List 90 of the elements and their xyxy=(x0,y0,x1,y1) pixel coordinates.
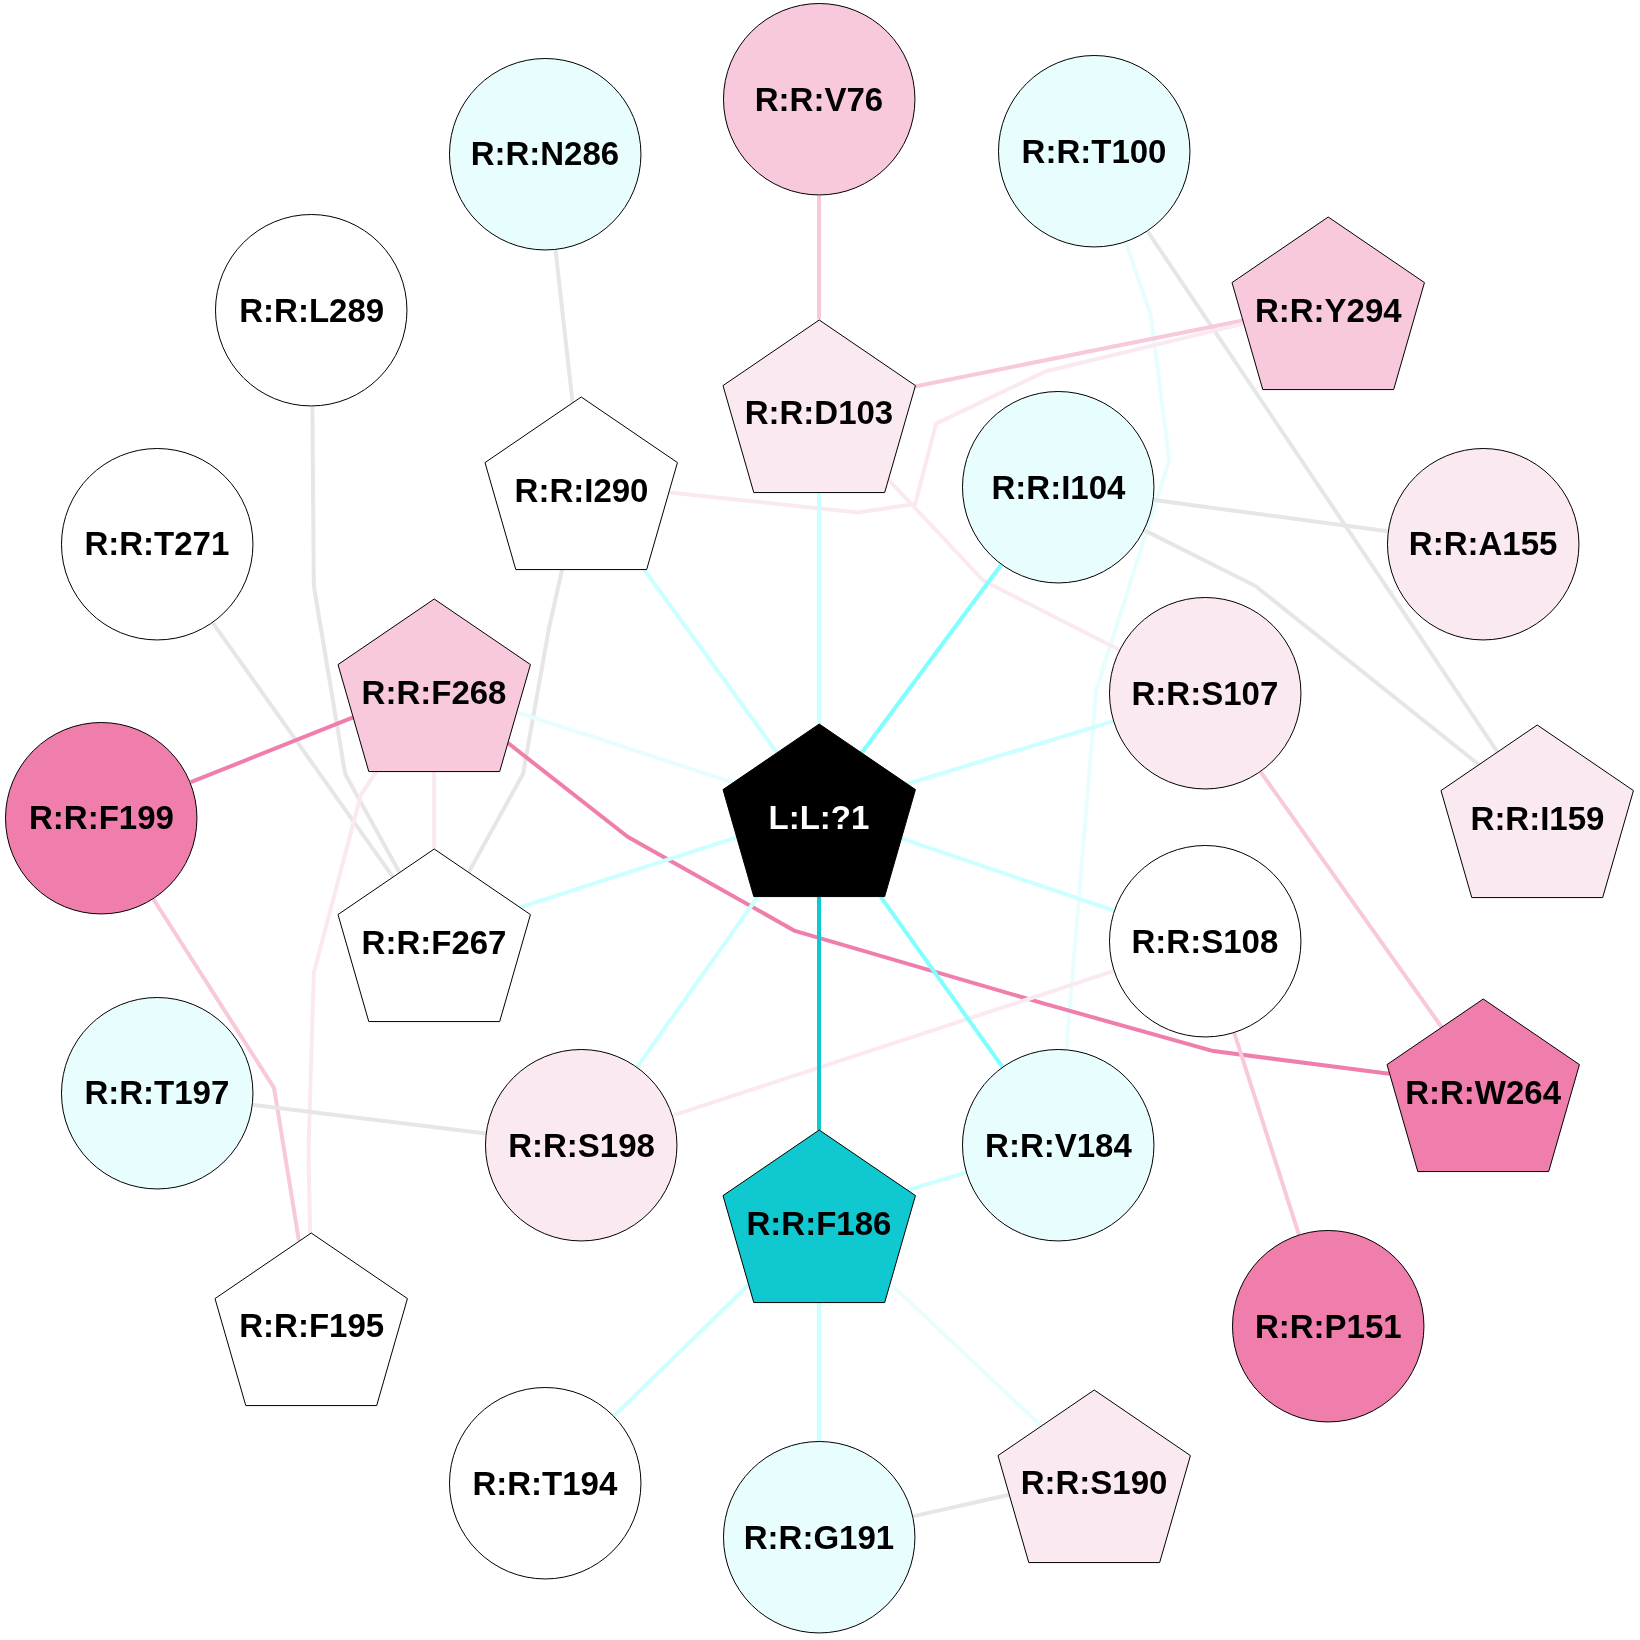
residue-circle xyxy=(485,1049,678,1242)
connector-line xyxy=(906,719,1114,786)
node-label: R:R:N286 xyxy=(470,137,620,171)
node-label: R:R:P151 xyxy=(1254,1309,1402,1343)
connector-line xyxy=(612,1283,750,1418)
residue-pentagon xyxy=(337,848,531,1022)
residue-pentagon xyxy=(1386,999,1580,1172)
connector-line xyxy=(466,569,565,874)
node-label: R:R:S107 xyxy=(1131,676,1279,710)
node-label: R:R:W264 xyxy=(1405,1076,1561,1110)
node-label: R:R:T194 xyxy=(472,1466,618,1500)
residue-circle xyxy=(60,996,254,1190)
connector-line xyxy=(190,715,354,785)
connector-line xyxy=(1258,770,1444,1029)
connector-line xyxy=(1153,498,1388,534)
node-label: R:R:F186 xyxy=(746,1206,892,1240)
connector-line xyxy=(306,770,379,1234)
connector-line xyxy=(879,895,1005,1069)
connector-line xyxy=(151,897,301,1242)
residue-circle xyxy=(1108,845,1302,1038)
connector-line xyxy=(432,771,437,849)
node-label: R:R:T100 xyxy=(1021,135,1167,169)
residue-circle xyxy=(997,55,1191,248)
connector-line xyxy=(519,835,737,910)
node-label: R:R:I159 xyxy=(1470,802,1605,836)
residue-circle xyxy=(722,1441,916,1634)
residue-circle xyxy=(1108,597,1302,790)
node-label: R:R:T271 xyxy=(84,527,230,561)
residue-circle xyxy=(1232,1230,1425,1423)
connector-line xyxy=(817,195,821,320)
node-label: R:R:S108 xyxy=(1131,924,1279,958)
connector-line xyxy=(859,563,1003,755)
connector-line xyxy=(888,1281,1043,1428)
residue-pentagon xyxy=(1232,217,1425,390)
residue-circle xyxy=(215,214,408,407)
node-label: R:R:I104 xyxy=(991,470,1126,504)
node-label: R:R:F199 xyxy=(29,801,174,835)
residue-pentagon xyxy=(722,319,916,493)
node-label: R:R:T197 xyxy=(84,1076,230,1110)
connector-line xyxy=(914,318,1244,389)
residue-circle xyxy=(5,721,198,915)
connector-line xyxy=(906,1170,967,1193)
connector-line xyxy=(635,895,760,1068)
connector-line xyxy=(900,836,1115,913)
node-label: R:R:A155 xyxy=(1408,527,1558,561)
residue-pentagon xyxy=(722,1130,916,1303)
node-label: R:R:I290 xyxy=(514,473,649,507)
node-label: R:R:F268 xyxy=(361,675,507,709)
connector-line xyxy=(310,406,402,874)
connector-line xyxy=(672,969,1115,1118)
residue-circle xyxy=(722,3,916,196)
connector-line xyxy=(1232,1032,1301,1236)
residue-circle xyxy=(1386,447,1580,641)
connector-line xyxy=(642,568,779,754)
node-label: R:R:G191 xyxy=(743,1521,895,1554)
connector-line xyxy=(1146,230,1500,754)
node-label: R:R:S198 xyxy=(508,1128,655,1162)
residue-pentagon xyxy=(1441,725,1634,898)
connector-line xyxy=(912,1492,1010,1519)
residue-pentagon xyxy=(997,1389,1191,1563)
connector-line xyxy=(506,741,1390,1076)
residue-pentagon xyxy=(722,724,916,897)
node-label: R:R:L289 xyxy=(239,294,385,328)
residue-pentagon xyxy=(215,1232,408,1406)
node-label: R:R:D103 xyxy=(744,396,894,430)
residue-circle xyxy=(448,1386,642,1580)
node-label: R:R:Y294 xyxy=(1254,293,1402,327)
connector-line xyxy=(886,477,1121,652)
connector-line xyxy=(1143,528,1481,767)
connector-line xyxy=(817,492,821,725)
connector-line xyxy=(553,249,575,404)
node-label: R:R:F195 xyxy=(239,1309,385,1343)
node-label: R:R:V184 xyxy=(985,1128,1132,1162)
residue-circle xyxy=(60,447,254,641)
connector-line xyxy=(668,321,1245,515)
connector-line xyxy=(210,621,395,879)
residue-pentagon xyxy=(337,598,531,772)
node-label: R:R:F267 xyxy=(361,925,507,959)
residue-circle xyxy=(962,1049,1155,1242)
connector-line xyxy=(252,1102,487,1136)
connector-line xyxy=(817,1302,821,1442)
residue-circle xyxy=(962,391,1155,584)
node-label: R:R:S190 xyxy=(1020,1466,1168,1500)
residue-pentagon xyxy=(485,396,678,570)
residue-circle xyxy=(448,57,642,250)
node-label: L:L:?1 xyxy=(768,801,870,835)
connector-line xyxy=(1064,241,1172,1050)
node-label: R:R:V76 xyxy=(754,82,884,116)
connector-line xyxy=(515,710,734,785)
connector-line xyxy=(817,896,821,1131)
